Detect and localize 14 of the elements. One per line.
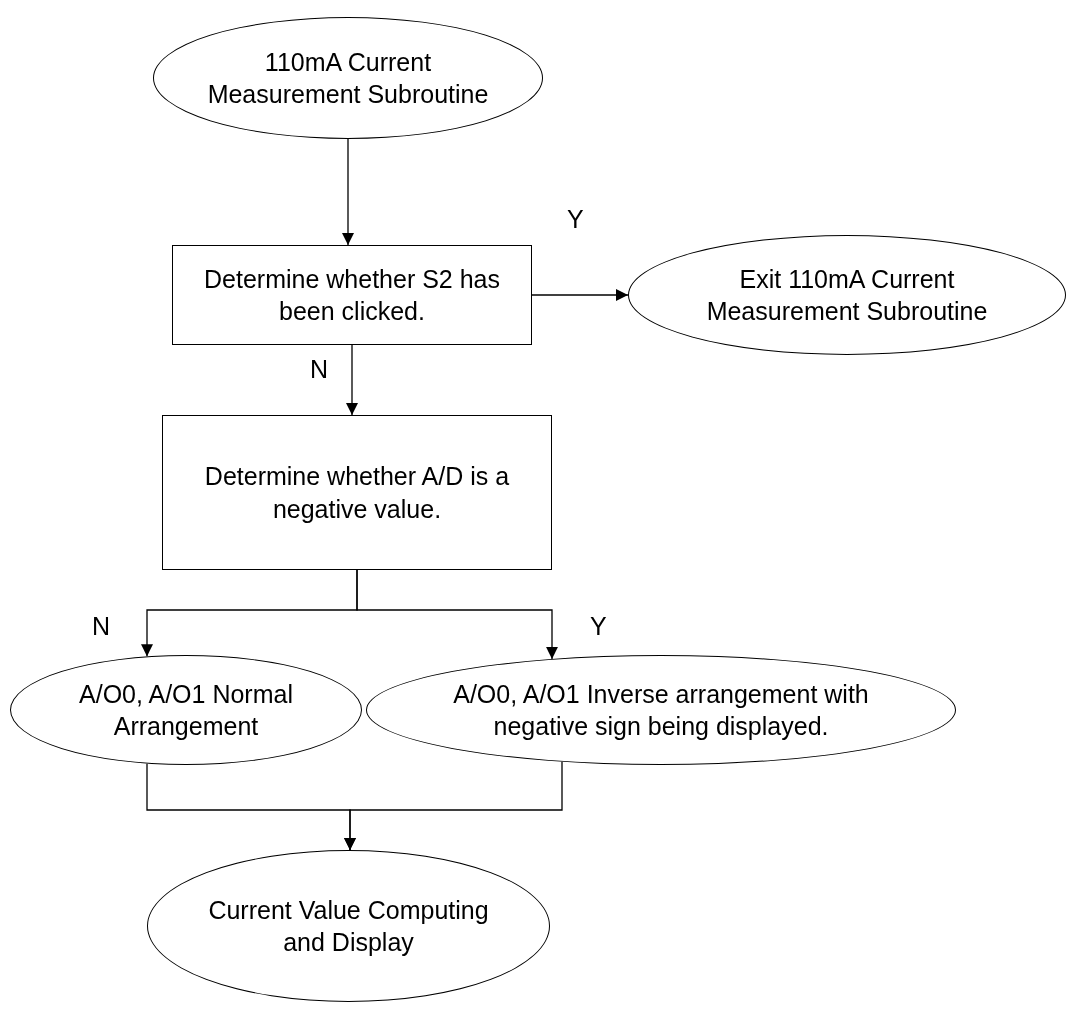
node-text: Current Value Computing and Display: [207, 894, 490, 958]
node-text: Determine whether S2 has been clicked.: [203, 263, 501, 327]
arrow: [346, 344, 358, 416]
arrow: [342, 138, 354, 246]
arrow: [531, 289, 629, 301]
process-box: [172, 245, 532, 345]
node-text: Determine whether A/D is a negative value.: [203, 461, 511, 525]
node-text: Exit 110mA Current Measurement Subroutine: [705, 263, 989, 327]
process-box: [162, 415, 552, 570]
node-text: A/O0, A/O1 Inverse arrangement with negative sign being displayed.: [452, 678, 870, 742]
arrow: [356, 569, 558, 660]
node-text: 110mA Current Measurement Subroutine: [207, 46, 489, 110]
node-text: A/O0, A/O1 Normal Arrangement: [78, 678, 294, 742]
arrow: [344, 761, 563, 851]
